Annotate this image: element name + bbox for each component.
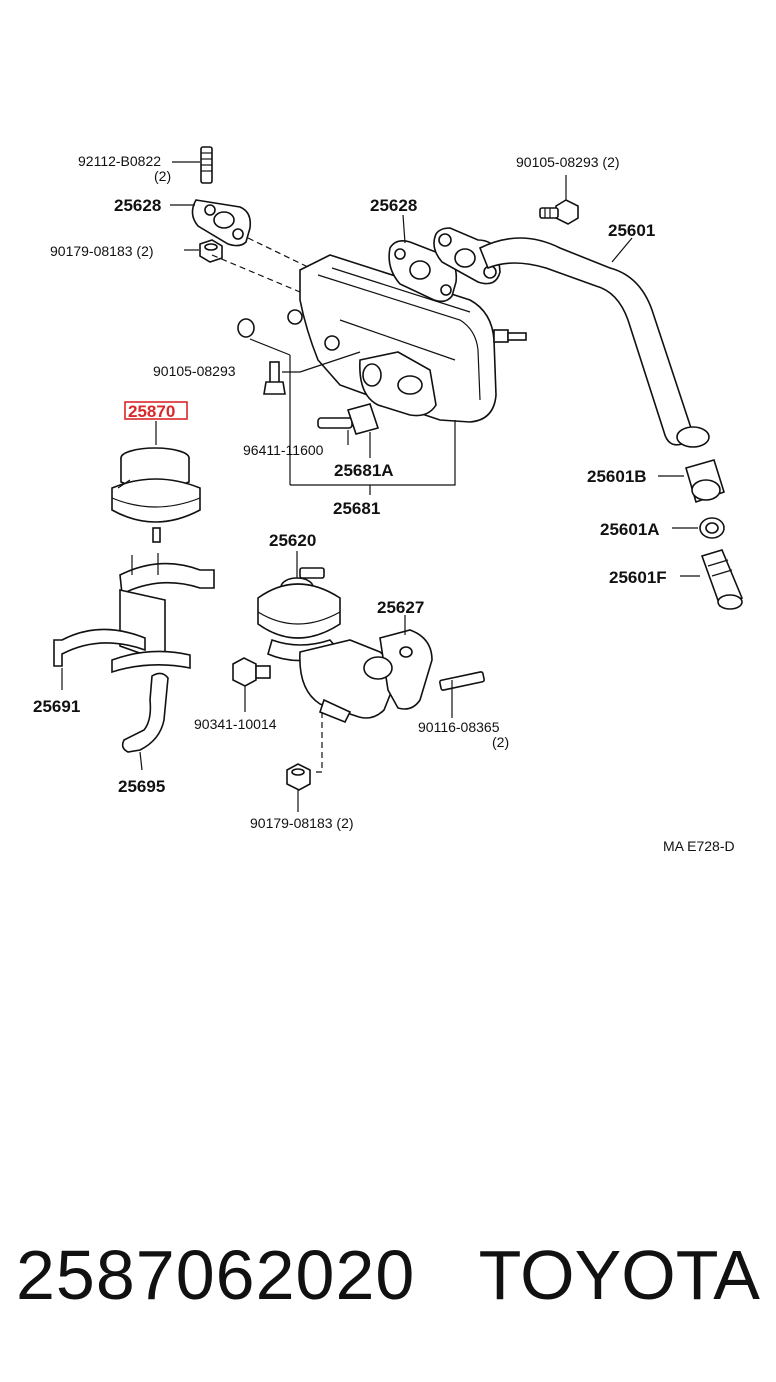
label-25691: 25691 [33, 697, 80, 716]
label-90179-bottom: 90179-08183 (2) [250, 815, 354, 831]
label-25627: 25627 [377, 598, 424, 617]
pipe-fitting-icon [680, 549, 744, 610]
label-25620: 25620 [269, 531, 316, 550]
bolt-top-right-icon [539, 175, 579, 225]
label-90105-center: 90105-08293 [153, 363, 236, 379]
label-25695: 25695 [118, 777, 165, 796]
vacuum-hose-icon [121, 672, 169, 771]
vacuum-valve-icon [111, 447, 201, 543]
label-25628-left: 25628 [114, 196, 161, 215]
label-25681A: 25681A [334, 461, 394, 480]
union-fitting-icon [317, 403, 380, 458]
label-96411: 96411-11600 [243, 442, 324, 458]
egr-pipe-icon [433, 227, 710, 448]
label-92112-qty: (2) [154, 168, 171, 184]
nut-bottom-icon [286, 712, 323, 812]
egr-valve-icon [257, 551, 342, 662]
part-number: 2587062020 [16, 1236, 416, 1314]
label-90341: 90341-10014 [194, 716, 277, 732]
label-92112: 92112-B0822 [78, 153, 161, 169]
valve-bracket-icon [53, 553, 215, 690]
stud-right-icon [439, 671, 485, 718]
label-25601B: 25601B [587, 467, 647, 486]
highlight-box [124, 401, 188, 420]
label-25681: 25681 [333, 499, 380, 518]
label-25601: 25601 [608, 221, 655, 240]
label-90116: 90116-08365 [418, 719, 500, 735]
bolt-center-icon [237, 318, 361, 485]
nut-top-left-icon [184, 239, 223, 263]
brand-name: TOYOTA [478, 1236, 760, 1314]
plug-bolt-icon [232, 657, 271, 712]
label-25601F: 25601F [609, 568, 667, 587]
label-90179-top: 90179-08183 (2) [50, 243, 154, 259]
label-90105-top: 90105-08293 (2) [516, 154, 620, 170]
product-footer: 2587062020 TOYOTA [0, 1230, 776, 1330]
egr-valve-body-icon [299, 615, 433, 724]
label-25628-center: 25628 [370, 196, 417, 215]
stud-bolt-icon [172, 146, 213, 184]
label-90116-qty: (2) [492, 734, 509, 750]
diagram-reference: MA E728-D [663, 838, 735, 854]
parts-diagram: 92112-B0822 (2) 25628 90179-08183 (2) 25… [33, 146, 744, 854]
ring-gasket-icon [672, 517, 725, 539]
gasket-left-icon [170, 199, 252, 247]
label-25601A: 25601A [600, 520, 660, 539]
label-25870: 25870 [128, 402, 175, 421]
union-nut-icon [658, 459, 725, 504]
